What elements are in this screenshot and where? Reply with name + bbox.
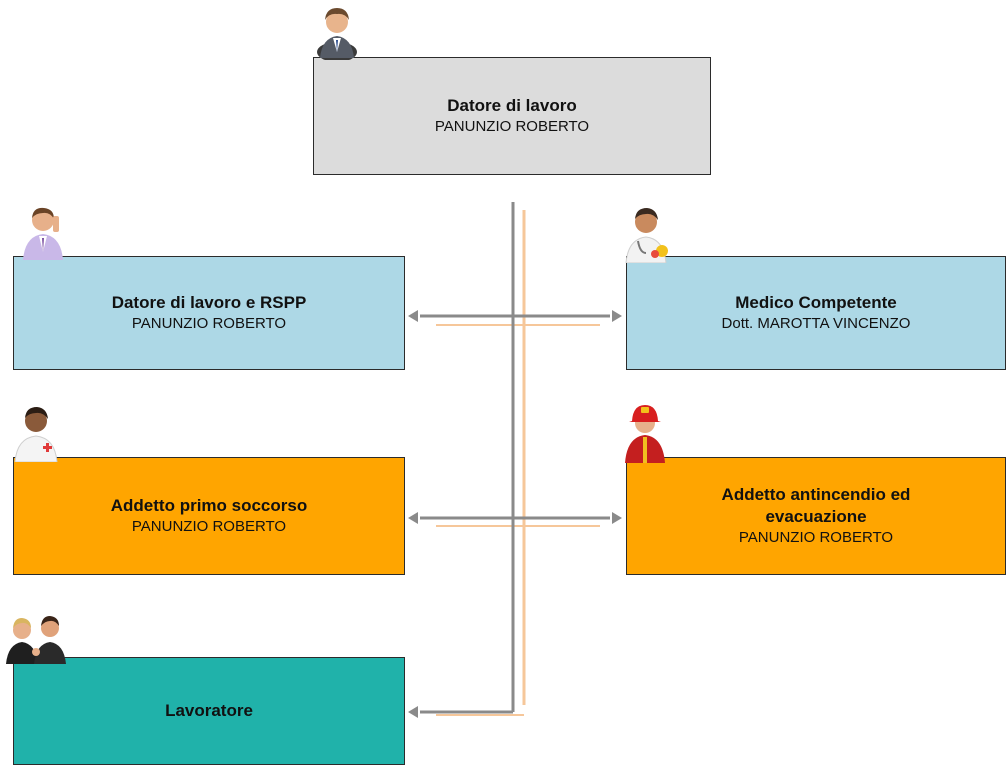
box-addetto-antincendio[interactable]: Addetto antincendio ed evacuazione PANUN… [626, 457, 1006, 575]
box-person: PANUNZIO ROBERTO [738, 529, 894, 546]
businessman-icon [317, 8, 357, 60]
man-on-phone-icon [23, 207, 63, 260]
box-person: Dott. MAROTTA VINCENZO [721, 315, 911, 332]
box-title: Datore di lavoro [447, 96, 577, 115]
box-datore-di-lavoro[interactable]: Datore di lavoro PANUNZIO ROBERTO [313, 57, 711, 175]
arrowhead-right [612, 512, 622, 524]
box-medico-competente[interactable]: Medico Competente Dott. MAROTTA VINCENZO [626, 256, 1006, 370]
box-addetto-primo-soccorso[interactable]: Addetto primo soccorso PANUNZIO ROBERTO [13, 457, 405, 575]
box-datore-rspp[interactable]: Datore di lavoro e RSPP PANUNZIO ROBERTO [13, 256, 405, 370]
doctor-icon [625, 208, 668, 263]
box-title: Lavoratore [165, 701, 253, 720]
box-title: Addetto primo soccorso [110, 496, 308, 515]
arrowhead-right [612, 310, 622, 322]
box-title: Datore di lavoro e RSPP [111, 293, 307, 312]
box-person: PANUNZIO ROBERTO [131, 315, 287, 332]
box-lavoratore[interactable]: Lavoratore [13, 657, 405, 765]
box-title: Medico Competente [735, 293, 897, 312]
arrowhead-left [408, 512, 418, 524]
medic-icon [14, 407, 58, 462]
box-person: PANUNZIO ROBERTO [131, 518, 287, 535]
firefighter-icon [625, 405, 665, 463]
arrowhead-left [408, 310, 418, 322]
arrowhead-left [408, 706, 418, 718]
workers-group-icon [6, 616, 66, 664]
box-title: Addetto antincendio ed evacuazione [721, 485, 911, 526]
box-person: PANUNZIO ROBERTO [434, 118, 590, 135]
